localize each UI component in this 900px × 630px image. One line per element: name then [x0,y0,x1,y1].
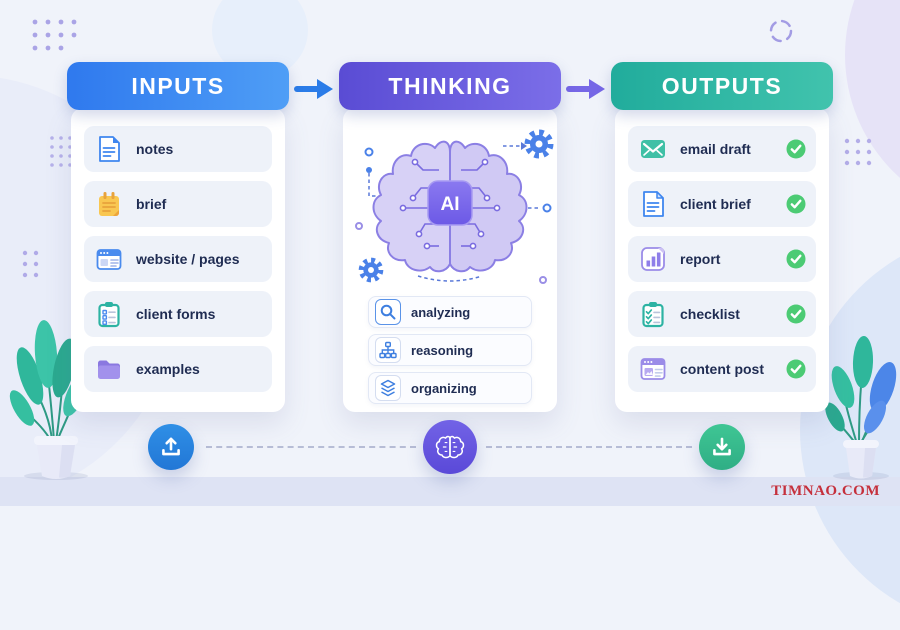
input-item-label: examples [136,361,200,377]
output-item-client-brief: client brief [628,181,816,227]
thinking-step-organizing: organizing [368,372,532,404]
layers-icon [375,375,401,401]
loading-arc-icon [769,19,793,43]
input-item-label: client forms [136,306,216,322]
input-item-label: website / pages [136,251,240,267]
plant-left [9,320,89,480]
output-item-checklist: checklist [628,291,816,337]
folder-icon [94,354,124,384]
upload-icon [148,424,194,470]
output-item-content-post: content post [628,346,816,392]
notepad-icon [94,189,124,219]
output-item-label: checklist [680,306,740,322]
thinking-title: THINKING [388,72,512,99]
check-icon [786,359,806,379]
browser-icon [94,244,124,274]
content-post-icon [638,354,668,384]
thinking-step-label: organizing [411,380,477,396]
ai-brain-illustration: AI [355,114,557,284]
output-item-report: report [628,236,816,282]
flow-dashed-line-right [486,446,692,448]
thinking-steps: analyzing reasoning organizing [368,296,532,404]
output-item-label: client brief [680,196,751,212]
input-item-examples: examples [84,346,272,392]
watermark: TIMNAO.COM [771,483,880,499]
checklist-icon [638,299,668,329]
dots-pattern-right [844,138,872,166]
inputs-card: notes brief website / pages client forms… [71,108,285,412]
output-item-label: email draft [680,141,751,157]
inputs-header: INPUTS [67,62,289,110]
check-icon [786,194,806,214]
arrow-thinking-to-outputs [566,79,605,99]
dots-pattern-left-low [22,250,39,278]
outputs-header: OUTPUTS [611,62,833,110]
arrow-inputs-to-thinking [294,79,333,99]
floor-strip [0,477,900,506]
thinking-card: AI analyzing reasoning organizing [343,108,557,412]
input-item-label: brief [136,196,167,212]
check-icon [786,249,806,269]
thinking-step-reasoning: reasoning [368,334,532,366]
input-item-label: notes [136,141,174,157]
ai-chip [427,180,473,226]
dots-pattern-left-mid [50,136,72,167]
output-item-email-draft: email draft [628,126,816,172]
input-item-notes: notes [84,126,272,172]
clipboard-icon [94,299,124,329]
thinking-step-label: analyzing [411,304,471,320]
input-item-brief: brief [84,181,272,227]
dots-pattern-top-left [32,19,77,51]
input-item-client-forms: client forms [84,291,272,337]
envelope-icon [638,134,668,164]
magnifier-icon [375,299,401,325]
thinking-step-label: reasoning [411,342,474,358]
input-item-website: website / pages [84,236,272,282]
output-item-label: content post [680,361,764,377]
outputs-card: email draft client brief report checklis… [615,108,829,412]
document-icon [638,189,668,219]
thinking-header: THINKING [339,62,561,110]
inputs-title: INPUTS [131,72,225,99]
check-icon [786,139,806,159]
plant-right [825,336,897,480]
thinking-step-analyzing: analyzing [368,296,532,328]
document-icon [94,134,124,164]
output-item-label: report [680,251,721,267]
check-icon [786,304,806,324]
bar-chart-icon [638,244,668,274]
brain-icon [423,420,477,474]
ai-chip-label: AI [441,194,460,215]
outputs-title: OUTPUTS [661,72,783,99]
flow-dashed-line-left [206,446,416,448]
bg-circle-top-right [845,0,900,220]
download-icon [699,424,745,470]
hierarchy-icon [375,337,401,363]
